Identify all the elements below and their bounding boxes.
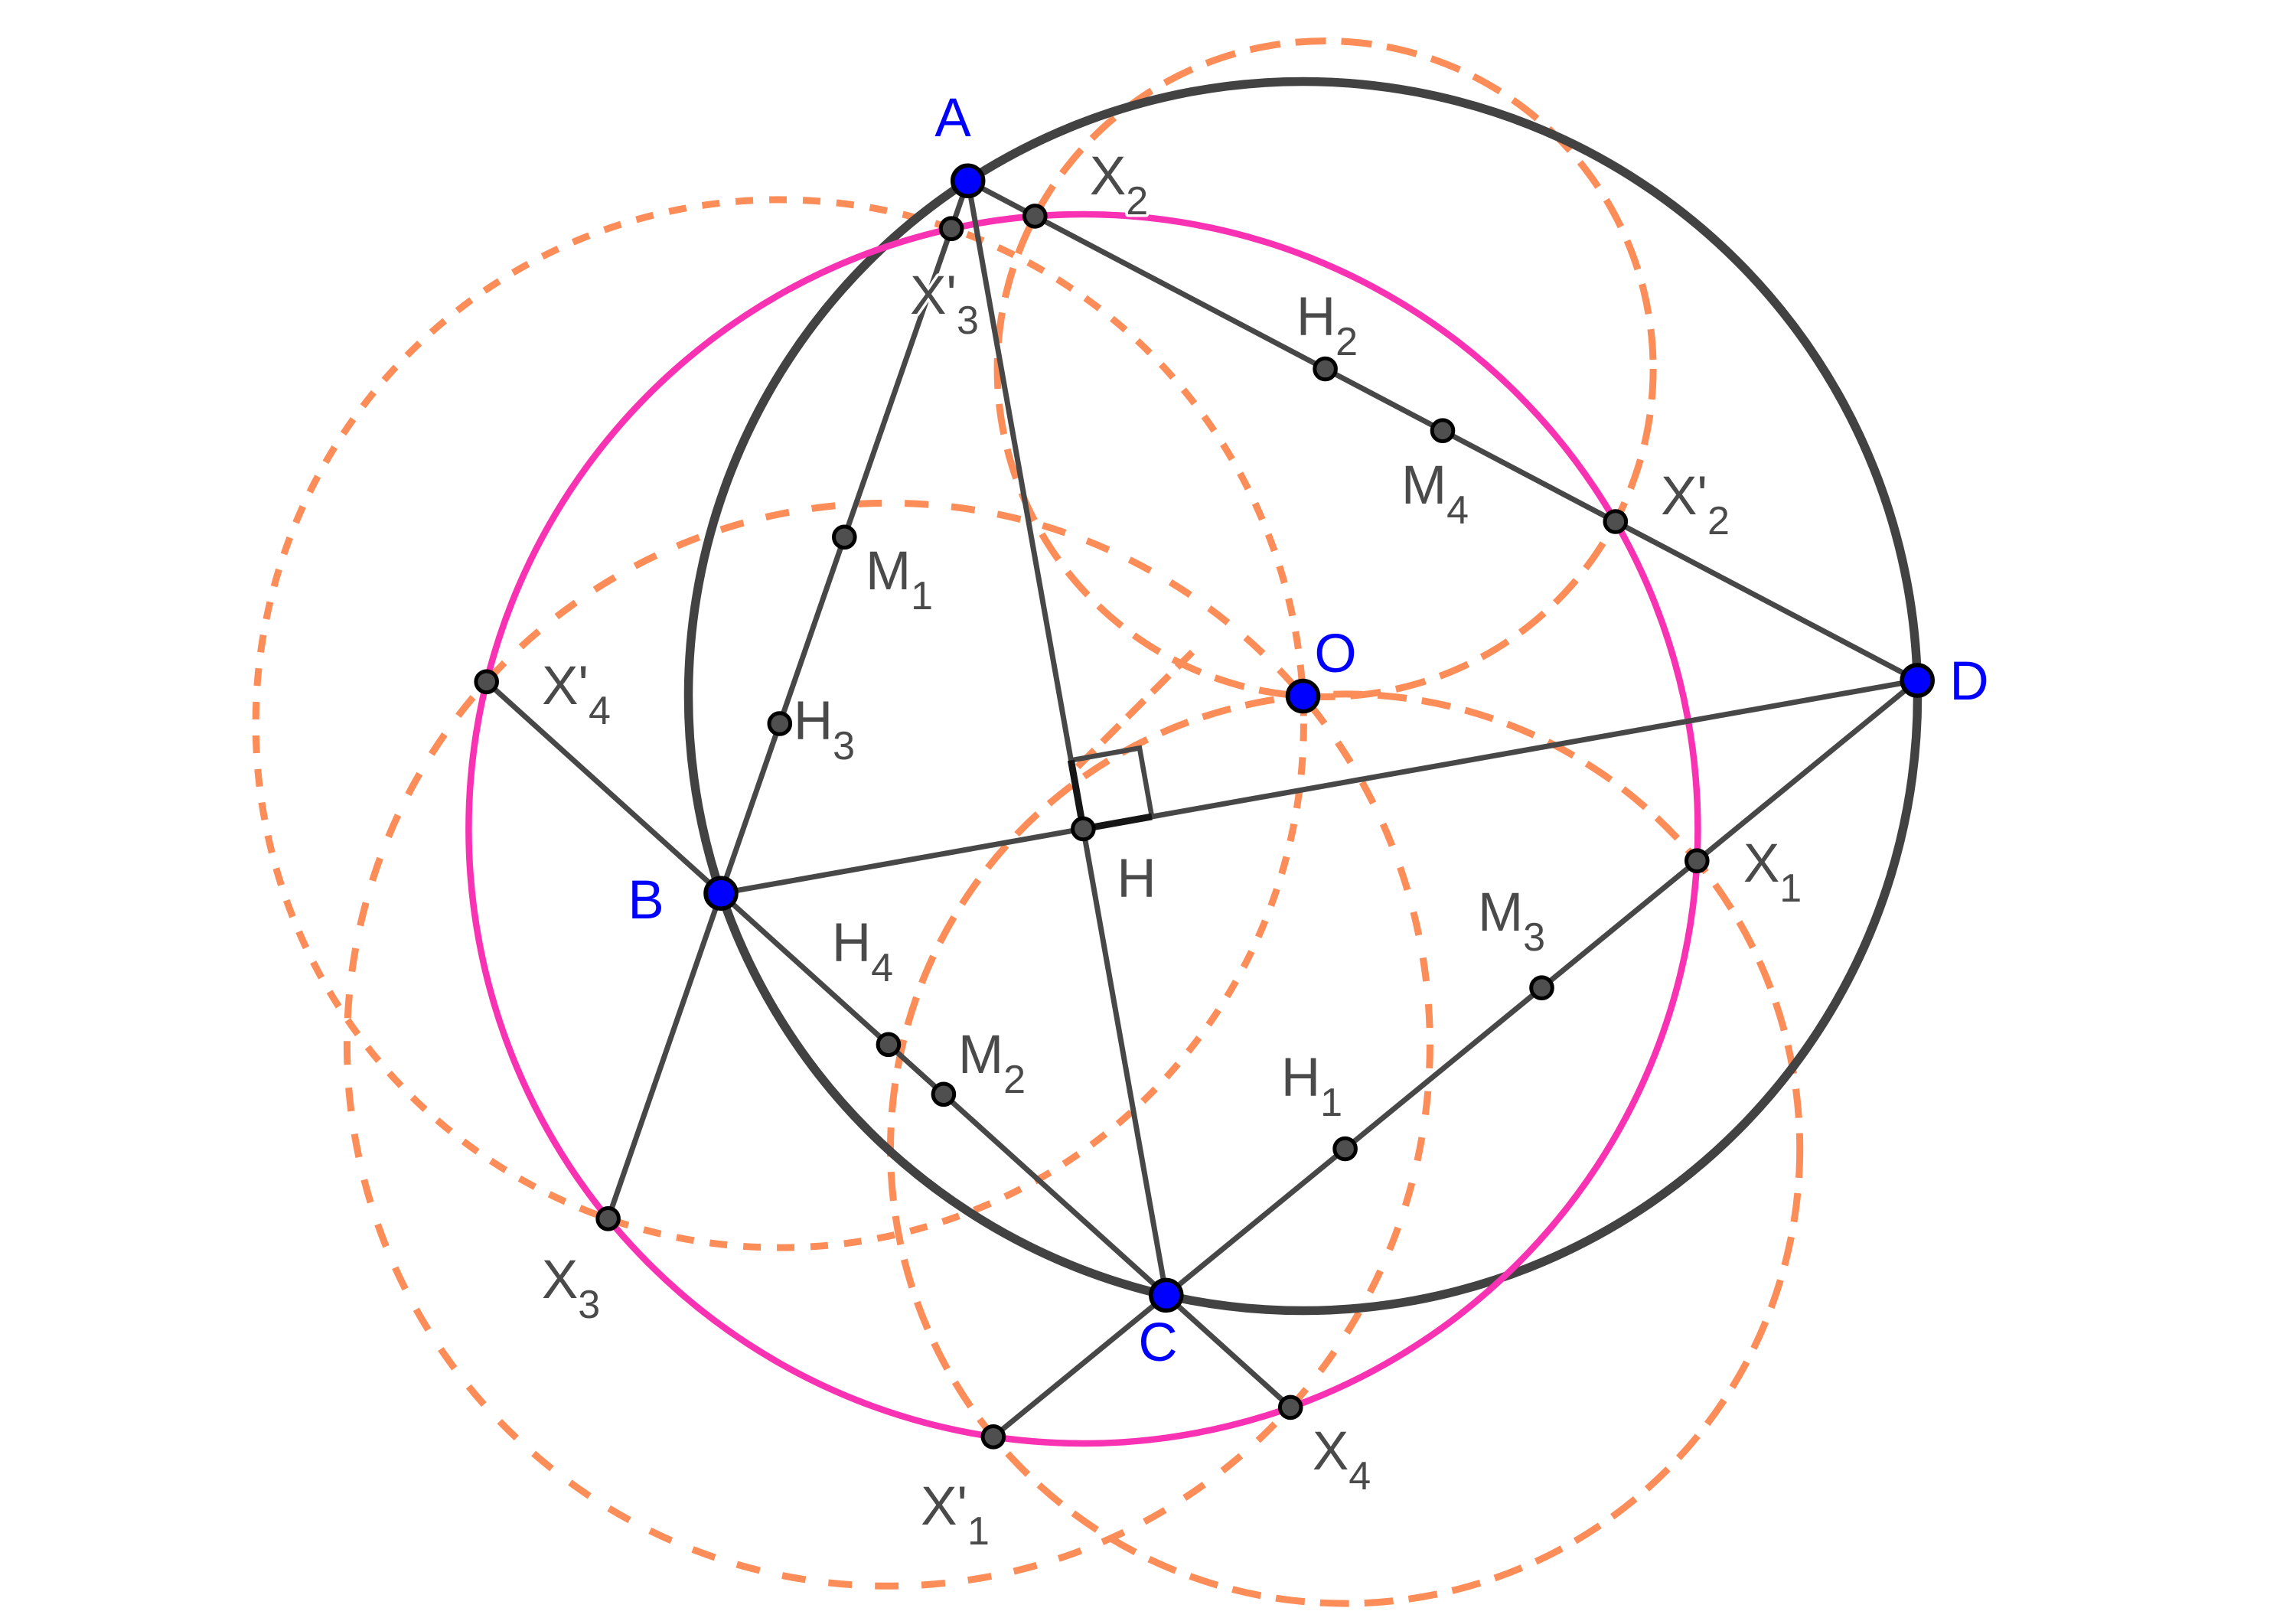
svg-text:X2: X2 bbox=[1090, 146, 1148, 223]
svg-text:O: O bbox=[1314, 624, 1356, 684]
svg-text:B: B bbox=[628, 870, 664, 931]
svg-text:A: A bbox=[934, 88, 971, 148]
svg-text:C: C bbox=[1138, 1313, 1177, 1373]
svg-text:D: D bbox=[1949, 651, 1988, 712]
svg-text:H: H bbox=[1117, 849, 1156, 909]
